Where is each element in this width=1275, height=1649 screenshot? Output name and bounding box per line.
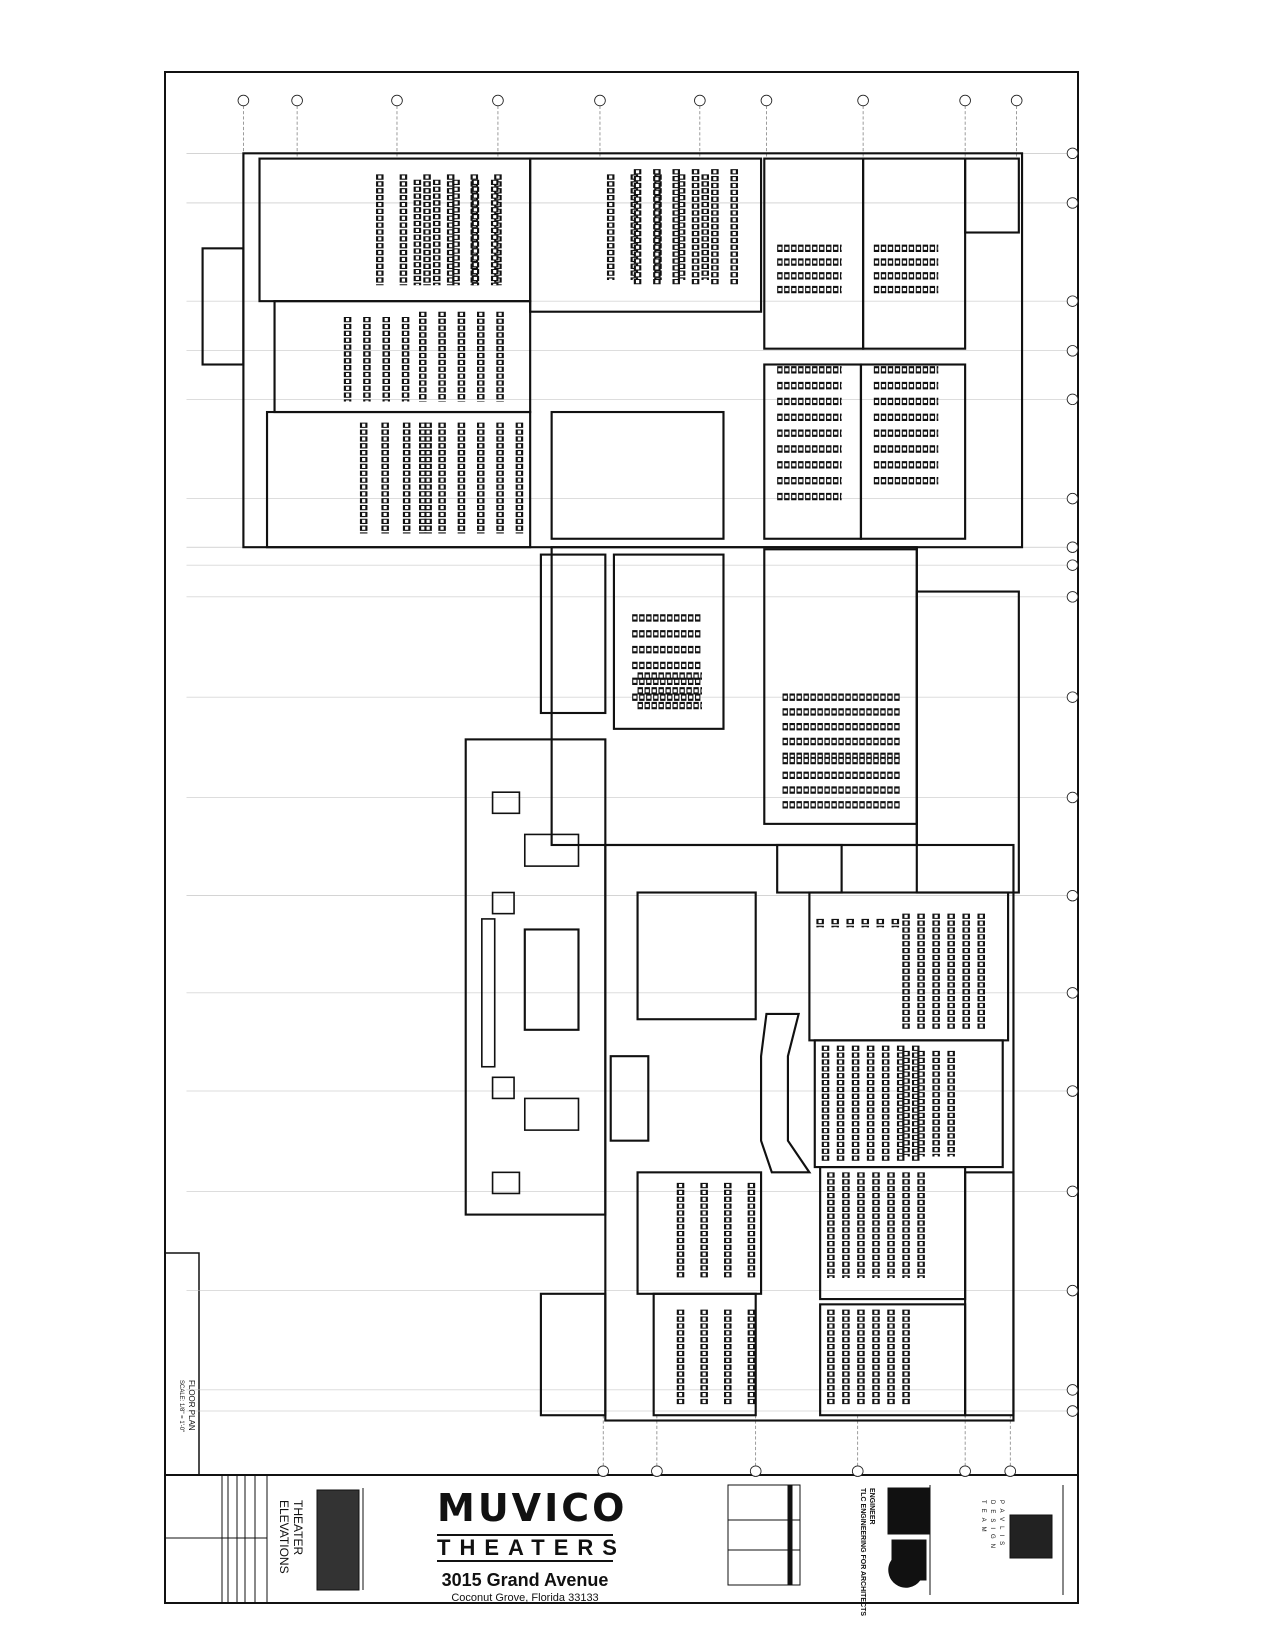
room-wall — [652, 1292, 757, 1417]
room-wall — [550, 410, 725, 540]
grid-bubble — [1066, 591, 1079, 603]
grid-bubble — [651, 1465, 663, 1477]
facade-element — [491, 1076, 515, 1100]
grid-bubble — [1066, 1284, 1079, 1297]
room-wall — [464, 738, 607, 1216]
grid-bubble — [391, 94, 403, 107]
brand-logo: MUVICO — [437, 1486, 628, 1530]
room-wall — [539, 1292, 607, 1417]
room-wall — [862, 157, 967, 350]
grid-bubble — [1066, 541, 1079, 553]
grid-bubble — [1010, 94, 1023, 107]
concession-counter — [759, 1012, 812, 1174]
grid-bubble — [1066, 295, 1079, 307]
room-wall — [776, 843, 843, 894]
grid-bubble — [749, 1465, 762, 1477]
room-wall — [763, 548, 918, 825]
grid-bubble — [1066, 889, 1079, 902]
facade-element — [491, 791, 521, 815]
grid-bubble — [1066, 691, 1079, 703]
grid-bubble — [1066, 1085, 1079, 1097]
room-wall — [258, 157, 532, 303]
project-address: 3015 Grand Avenue — [441, 1570, 609, 1590]
grid-bubble — [237, 94, 250, 107]
room-wall — [529, 157, 763, 313]
facade-element — [481, 918, 496, 1068]
grid-bubble — [1004, 1465, 1017, 1477]
grid-bubble — [597, 1465, 609, 1477]
grid-bubble — [851, 1465, 864, 1477]
room-wall — [265, 410, 532, 549]
room-wall — [539, 553, 607, 715]
engineer-name: TLC ENGINEERING FOR ARCHITECTS — [859, 1488, 866, 1617]
facade-element — [491, 1171, 521, 1195]
designer-name: PAVLIS DESIGN TEAM — [980, 1500, 1004, 1554]
grid-bubble — [1066, 393, 1079, 406]
grid-bubble — [760, 94, 773, 107]
project-city: Coconut Grove, Florida 33133 — [451, 1592, 599, 1604]
room-wall — [964, 1171, 1015, 1417]
grid-bubble — [959, 94, 971, 107]
room-wall — [964, 157, 1020, 234]
brand-sub: THEATERS — [437, 1534, 626, 1562]
grid-bubble — [1066, 147, 1079, 160]
room-wall — [859, 363, 967, 540]
room-wall — [523, 928, 580, 1031]
grid-bubble — [959, 1465, 971, 1477]
grid-bubble — [1066, 492, 1079, 505]
room-wall — [609, 1055, 650, 1142]
floor-plan-scale: SCALE: 1/8" = 1'-0" — [178, 1380, 184, 1433]
room-wall — [636, 1171, 763, 1295]
grid-bubble — [694, 94, 706, 107]
floor-plan-title: FLOOR PLAN — [187, 1380, 196, 1431]
facade-element — [523, 1097, 580, 1131]
grid-bubble — [857, 94, 869, 107]
room-wall — [915, 590, 1020, 894]
grid-bubble — [1066, 197, 1079, 209]
floor-plan-label: FLOOR PLAN SCALE: 1/8" = 1'-0" — [176, 1380, 196, 1432]
grid-bubble — [1066, 1405, 1079, 1417]
grid-bubble — [1066, 559, 1079, 571]
room-wall — [636, 891, 757, 1021]
facade-element — [523, 833, 580, 867]
room-wall — [763, 157, 865, 350]
grid-bubble — [1066, 1185, 1079, 1198]
sheet-border — [164, 71, 1079, 1604]
engineer-heading: ENGINEER — [868, 1488, 875, 1525]
grid-bubble — [492, 94, 504, 107]
grid-bubble — [1066, 1384, 1079, 1396]
engineer-info: ENGINEER TLC ENGINEERING FOR ARCHITECTS — [858, 1488, 876, 1616]
room-wall — [612, 553, 725, 730]
grid-bubble — [594, 94, 606, 107]
room-wall — [201, 247, 245, 366]
grid-bubble — [291, 94, 303, 107]
grid-bubble — [1066, 345, 1079, 357]
floor-plan-label-box — [164, 1252, 200, 1476]
facade-element — [491, 891, 515, 915]
title-block-grid — [165, 1475, 1064, 1603]
grid-bubble — [1066, 791, 1079, 804]
sheet-title: THEATER ELEVATIONS — [277, 1500, 305, 1574]
grid-bubble — [1066, 987, 1079, 999]
